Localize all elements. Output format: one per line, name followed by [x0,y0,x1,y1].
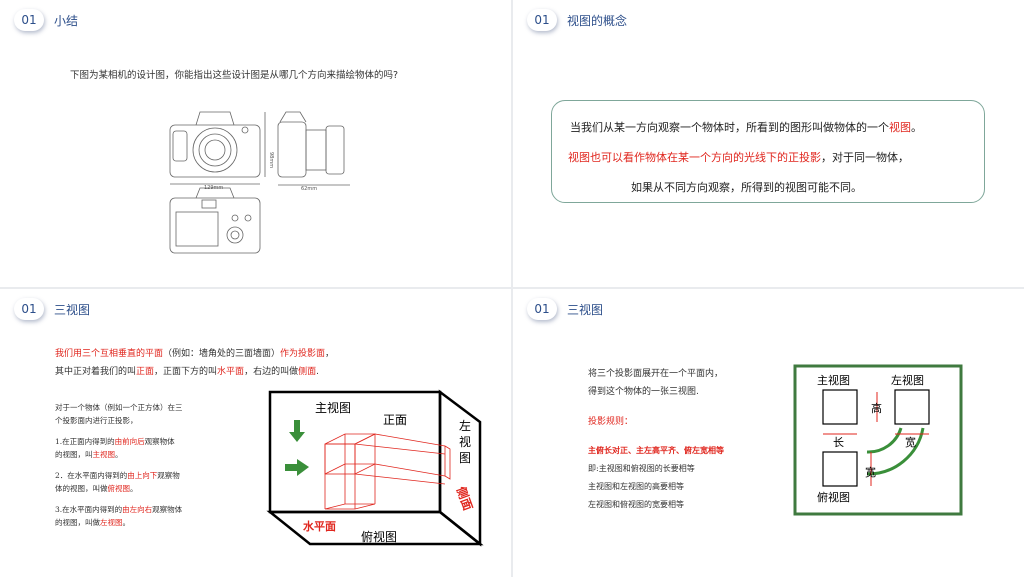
label-left-view-1: 左 [459,418,471,433]
rule-3: 左视图和俯视图的宽要相等 [588,500,684,509]
dim-height-label: 98mm [268,152,274,168]
intro-line-2: 其中正对着我们的叫正面，正面下方的叫水平面，右边的叫做侧面. [55,367,319,377]
slide-three-views[interactable]: 01 三视图 我们用三个互相垂直的平面（例如：墙角处的三面墙面）作为投影面， 其… [0,289,511,577]
slide-number-badge: 01 [14,298,44,320]
slide-three-views-rules[interactable]: 01 三视图 将三个投影面展开在一个平面内， 得到这个物体的一张三视图. 投影规… [513,289,1024,577]
slide-title: 三视图 [54,303,91,317]
three-view-layout-diagram: 主视图 左视图 俯视图 高 长 宽 宽 [793,364,963,516]
definition-line-3: 如果从不同方向观察，所得到的视图可能不同。 [631,181,862,194]
rule-summary: 主俯长对正、主左高平齐、俯左宽相等 [588,445,724,455]
diagram-width-label-2: 宽 [865,465,876,479]
dim-depth-label: 62mm [301,186,317,192]
label-left-view-2: 视 [459,434,471,449]
definition-line-2: 视图也可以看作物体在某一个方向的光线下的正投影，对于同一物体， [568,151,909,164]
definition-box: 当我们从某一方向观察一个物体时，所看到的图形叫做物体的一个视图。 视图也可以看作… [551,100,985,203]
diagram-width-label-1: 宽 [905,435,916,449]
diagram-main-view: 主视图 [817,373,850,387]
notes-block: 对于一个物体（例如一个正方体）在三 个投影面内进行正投影， 1.在正面内得到的由… [55,403,183,527]
slide-title: 小结 [54,14,79,28]
label-main-view: 主视图 [315,400,351,415]
slide-number-badge: 01 [527,298,557,320]
slide-summary[interactable]: 01 小结 下图为某相机的设计图，你能指出这些设计图是从哪几个方向来描绘物体的吗… [0,0,511,287]
label-top-view: 俯视图 [361,529,397,544]
intro-line-1: 将三个投影面展开在一个平面内， [588,369,724,379]
rule-1: 即:主视图和俯视图的长要相等 [588,464,695,473]
slide-view-concept[interactable]: 01 视图的概念 当我们从某一方向观察一个物体时，所看到的图形叫做物体的一个视图… [513,0,1024,287]
rule-2: 主视图和左视图的高要相等 [588,482,684,491]
slide-number-badge: 01 [527,9,557,31]
label-left-view-3: 图 [459,451,471,465]
dim-width-label: 129mm [204,185,223,191]
question-text: 下图为某相机的设计图，你能指出这些设计图是从哪几个方向来描绘物体的吗? [70,70,399,81]
projection-box-figure: 主视图 正面 左 视 图 侧面 水平面 俯视图 [266,389,484,547]
diagram-left-view: 左视图 [891,373,924,387]
slide-number-badge: 01 [14,9,44,31]
intro-line-1: 我们用三个互相垂直的平面（例如：墙角处的三面墙面）作为投影面， [55,349,335,359]
diagram-top-view: 俯视图 [817,490,850,504]
label-side-plane: 侧面 [454,485,476,513]
diagram-height-label: 高 [871,401,882,415]
intro-line-2: 得到这个物体的一张三视图. [588,387,699,397]
view-direction-arrows [285,420,309,476]
slide-title: 视图的概念 [567,14,628,28]
diagram-length-label: 长 [833,436,844,449]
definition-line-1: 当我们从某一方向观察一个物体时，所看到的图形叫做物体的一个视图。 [570,121,922,134]
rules-heading: 投影规则： [588,417,634,427]
slide-title: 三视图 [567,303,604,317]
label-front-plane: 正面 [383,413,407,427]
camera-design-drawing: 129mm 98mm 62mm [169,111,350,254]
label-horizontal-plane: 水平面 [303,519,336,533]
